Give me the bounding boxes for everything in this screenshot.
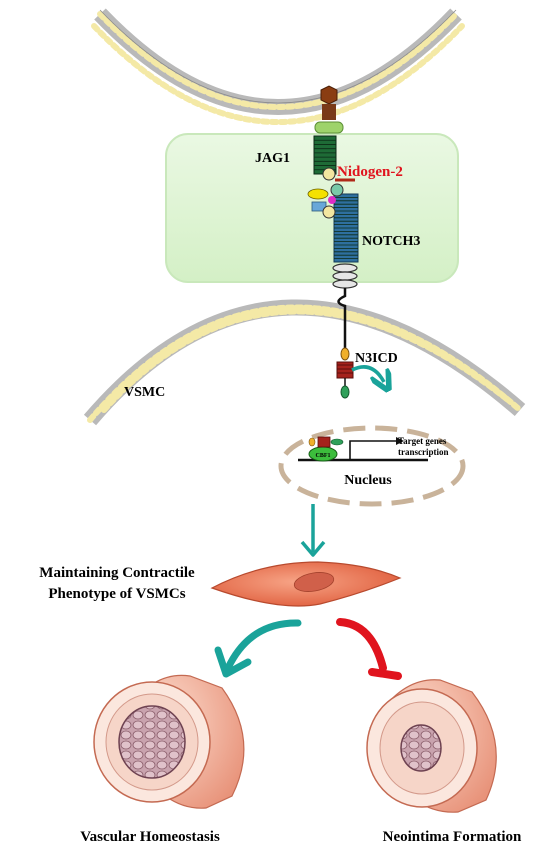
jag1-protein [313,85,344,175]
cbf1-label: CBF1 [316,453,331,459]
phenotype-label-line1: Maintaining Contractile [39,565,195,581]
vsmc-membrane [83,299,526,426]
vsmc-label: VSMC [124,385,165,400]
vascular-homeostasis-label: Vascular Homeostasis [80,829,220,845]
nucleus-label: Nucleus [344,473,392,488]
nidogen-2-complex [307,167,355,219]
target-genes-label-line1: Target genes [398,436,447,446]
phenotype-label-line2: Phenotype of VSMCs [48,586,185,602]
contractile-vsmc-cell [210,561,402,607]
nidogen-2-label: Nidogen-2 [337,164,403,180]
neointima-inhibition-arrow [336,618,387,672]
notch3-label: NOTCH3 [362,234,420,249]
notch3-protein [332,193,359,399]
homeostasis-arrow [224,619,302,672]
n3icd-to-nucleus-arrow [351,365,384,382]
vascular-homeostasis-vessel [93,674,245,809]
neointima-formation-label: Neointima Formation [383,829,522,845]
top-cell-membrane [91,8,465,125]
nucleus [278,425,466,507]
jag1-label: JAG1 [255,151,290,166]
n3icd-label: N3ICD [355,351,398,366]
neointima-formation-vessel [366,679,497,813]
target-genes-label-line2: transcription [398,447,449,457]
